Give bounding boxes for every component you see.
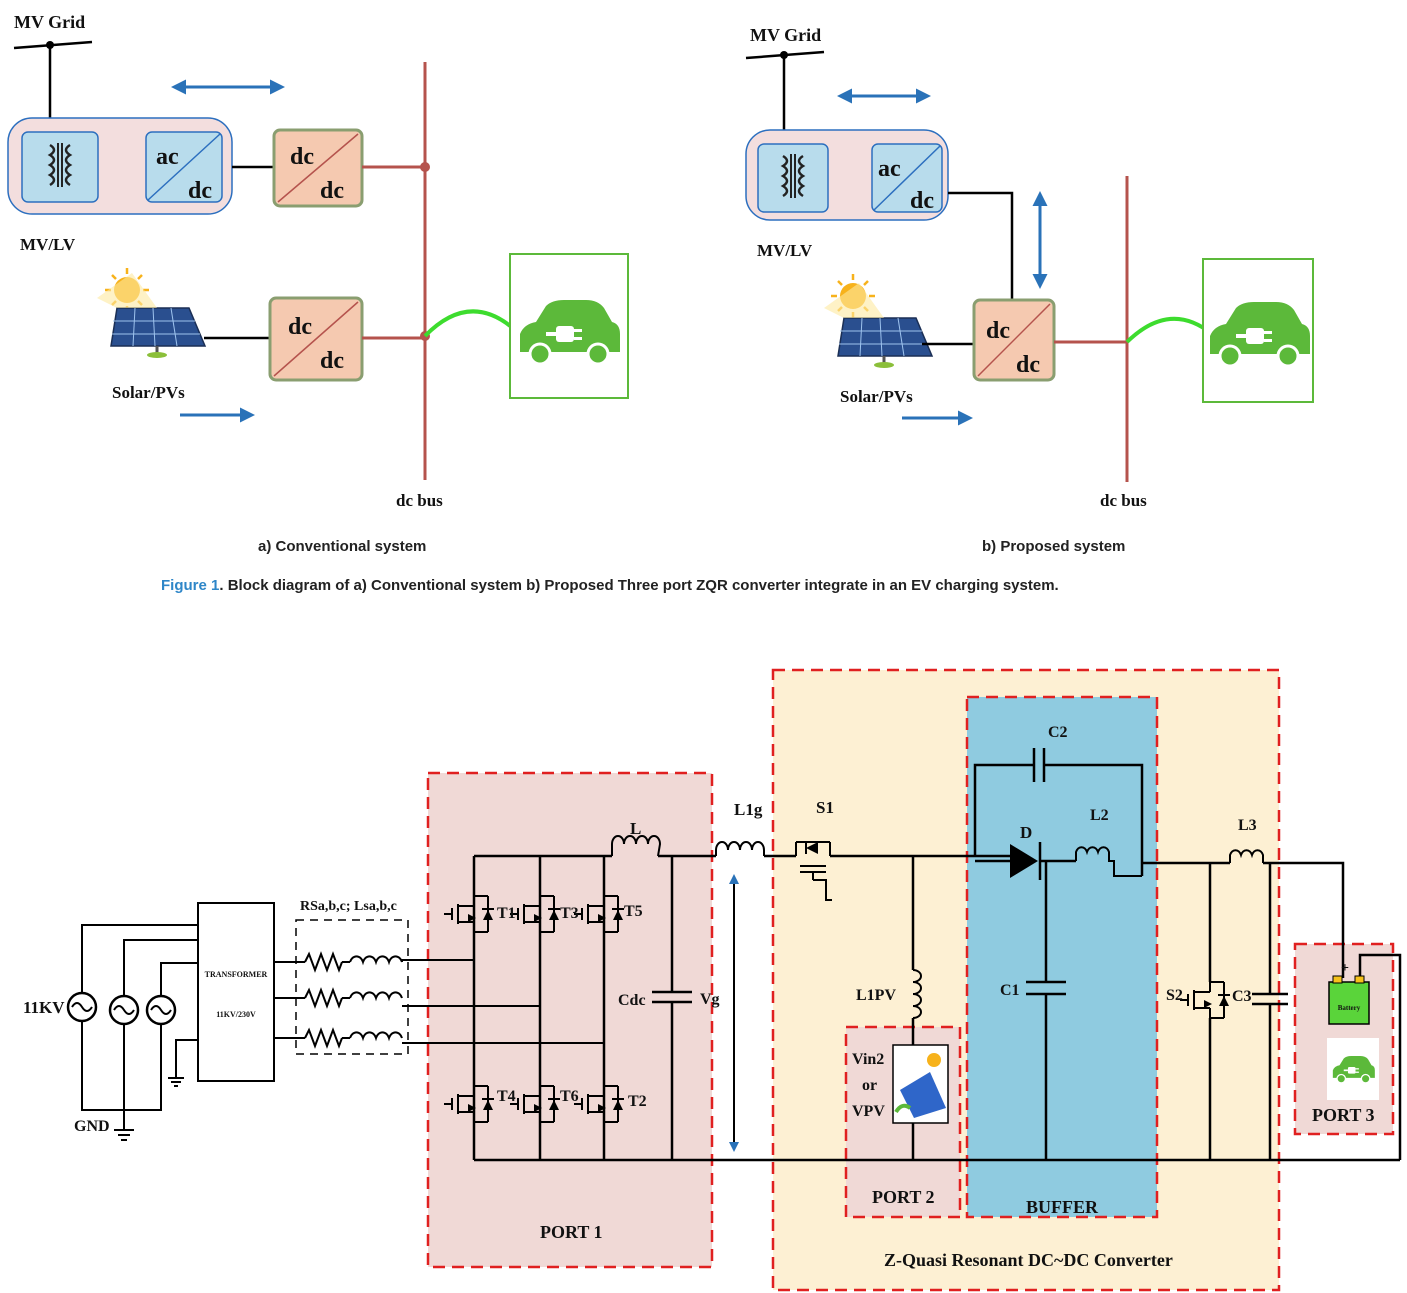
dc-label: dc [188,178,212,204]
dc-dc-top-label: dc [290,144,314,170]
inductor-l-icon [611,835,662,857]
mvlv-label: MV/LV [20,235,76,254]
gnd-label: GND [74,1118,110,1135]
battery-icon [1328,975,1370,1025]
dc-dc-top-label: dc [986,318,1010,344]
l1pv-label: L1PV [856,987,896,1004]
rl-label: RSa,b,c; Lsa,b,c [300,899,397,914]
s2-label: S2 [1166,987,1183,1004]
cdc-label: Cdc [618,992,646,1009]
c1-label: C1 [1000,982,1020,999]
ac-label: ac [878,156,901,182]
figure-label: Figure 1 [161,577,219,594]
vin2-or-label: or [862,1077,877,1094]
c3-label: C3 [1232,988,1252,1005]
port2-label: PORT 2 [872,1187,935,1207]
ac-label: ac [156,144,179,170]
battery-label: Battery [1338,1004,1361,1012]
s1-label: S1 [816,798,834,817]
dc-bus-label: dc bus [396,491,443,510]
dc-dc-bottom-label: dc [320,348,344,374]
d-label: D [1020,823,1032,842]
mv-grid-label: MV Grid [14,12,85,32]
l2-label: L2 [1090,807,1109,824]
vpv-label: VPV [852,1103,885,1120]
vin2-label: Vin2 [852,1051,884,1068]
caption-b: b) Proposed system [982,538,1125,555]
transformer-box [21,131,99,203]
inductor-l3-icon [1229,849,1264,863]
switch-s1-icon [795,841,832,901]
vg-label: Vg [700,991,720,1008]
dc-dc-top-label: dc [288,314,312,340]
figure-text: . Block diagram of a) Conventional syste… [219,577,1058,594]
t6-label: T6 [560,1088,579,1105]
l1g-label: L1g [734,800,763,819]
battery-plus: + [1341,961,1349,976]
dc-dc-bottom-label: dc [1016,352,1040,378]
mv-grid-label: MV Grid [750,25,821,45]
port1-region [426,771,714,1269]
resistor-inductor-phase-a [274,951,474,973]
transformer-box [757,143,829,213]
ground-icon [114,1129,134,1141]
inductor-l2-icon [1075,846,1142,877]
port3-label: PORT 3 [1312,1105,1375,1125]
charging-cable [423,309,517,338]
source-voltage-label: 11KV [23,998,65,1017]
l-label: L [630,819,641,838]
dc-bus-label: dc bus [1100,491,1147,510]
ac-source-icon [66,991,177,1026]
zqr-label: Z-Quasi Resonant DC~DC Converter [884,1250,1173,1270]
t4-label: T4 [497,1088,516,1105]
t5-label: T5 [624,903,643,920]
resistor-inductor-phase-c [274,1027,604,1049]
circuit-diagram: 11KV GND TRANSFORMER 11KV/230V RSa,b,c; … [23,668,1402,1292]
transformer-rating: 11KV/230V [216,1010,256,1019]
solar-label: Solar/PVs [112,383,185,402]
solar-label: Solar/PVs [840,387,913,406]
c2-label: C2 [1048,724,1068,741]
transformer-block [197,902,275,1082]
inductor-l1g-icon [715,841,765,856]
conventional-system-diagram: MV Grid ac dc MV/LV dc dc dc bus Solar/P… [7,12,629,555]
solar-panel-icon [894,1053,946,1118]
l3-label: L3 [1238,817,1257,834]
proposed-system-diagram: MV Grid ac dc MV/LV Solar/PVs dc dc dc b… [745,25,1314,555]
buffer-region [965,695,1159,1219]
solar-panel-icon [95,271,207,360]
t1-label: T1 [497,905,516,922]
charging-cable [1125,316,1214,344]
rl-filter-box [295,919,409,1055]
mvlv-label: MV/LV [757,241,813,260]
port1-label: PORT 1 [540,1222,603,1242]
inductor-l1pv-icon [912,969,922,1019]
resistor-inductor-phase-b [274,987,540,1009]
transformer-title: TRANSFORMER [205,970,268,979]
caption-a: a) Conventional system [258,538,426,555]
t2-label: T2 [628,1093,647,1110]
t3-label: T3 [560,905,579,922]
dc-dc-bottom-label: dc [320,178,344,204]
ground-icon [168,1077,184,1087]
figure-caption: Figure 1. Block diagram of a) Convention… [161,577,1059,594]
dc-label: dc [910,188,934,214]
buffer-label: BUFFER [1026,1197,1099,1217]
